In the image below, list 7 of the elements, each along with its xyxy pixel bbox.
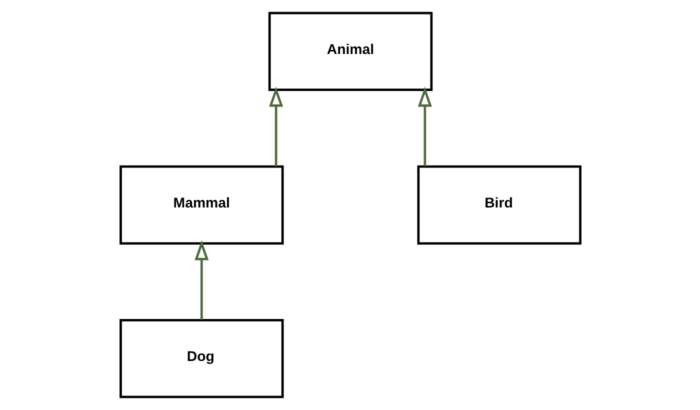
node-box: Animal (268, 12, 432, 91)
arrow (417, 86, 432, 166)
node-box: Bird (416, 165, 581, 245)
node-box: Dog (119, 319, 284, 398)
node-box: Mammal (119, 165, 284, 245)
arrow (268, 86, 283, 166)
arrow (194, 240, 208, 320)
